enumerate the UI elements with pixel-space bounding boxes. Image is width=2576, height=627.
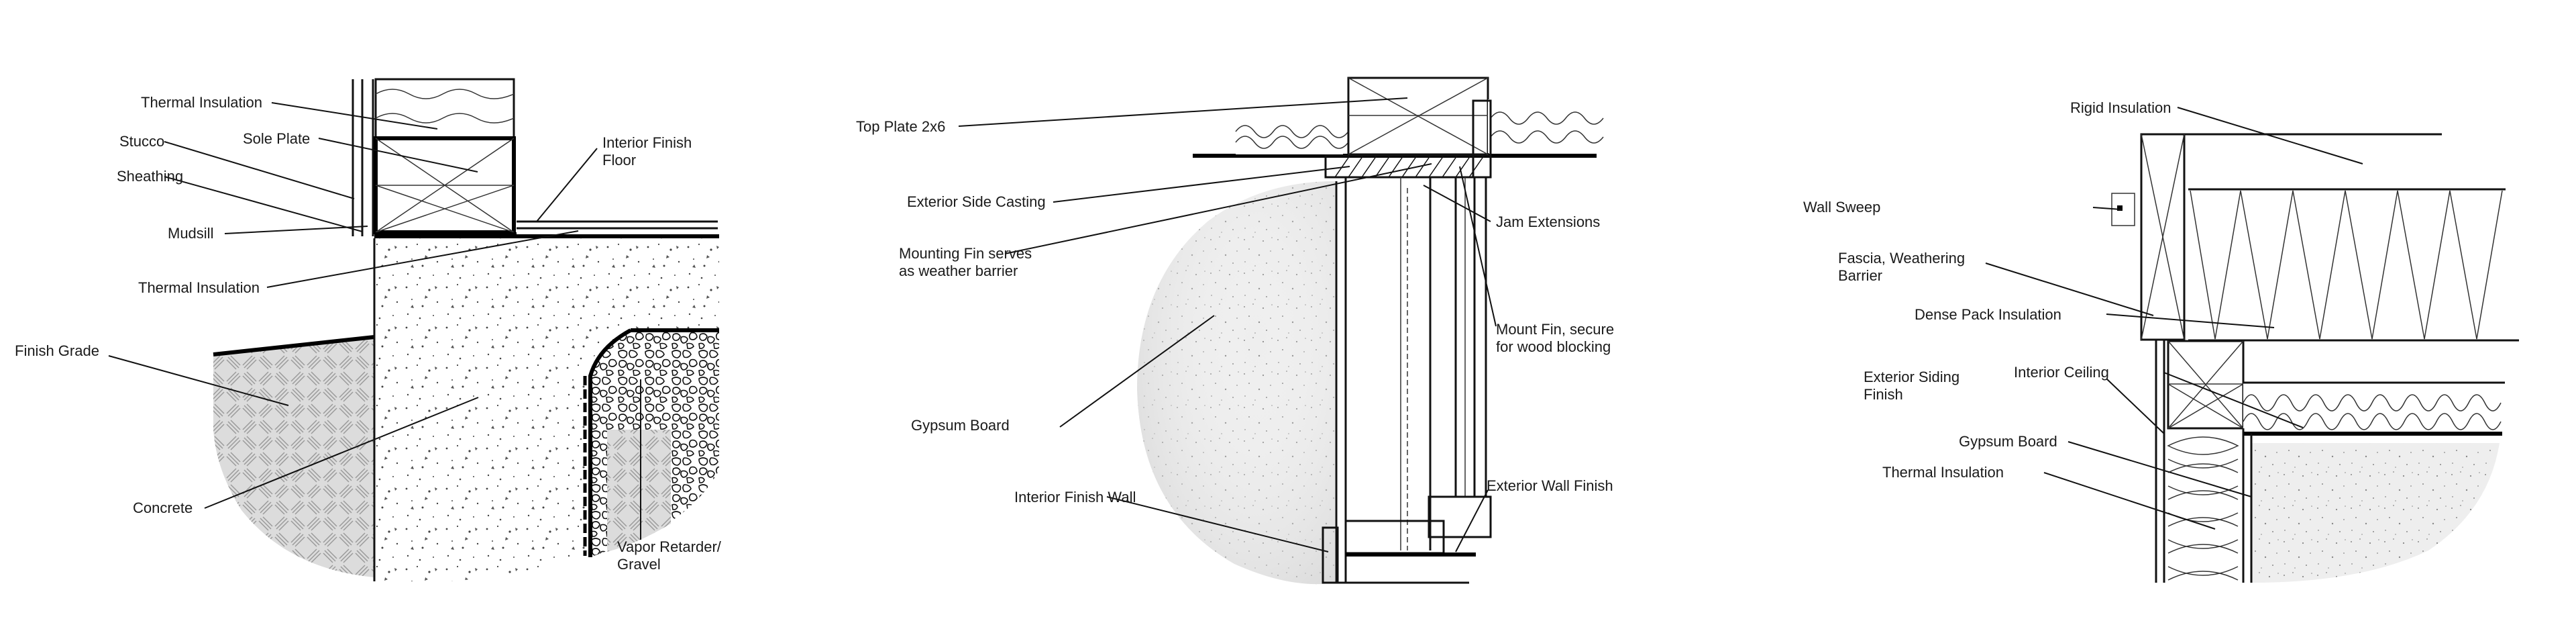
label-sole-plate: Sole Plate bbox=[243, 130, 310, 147]
label-mudsill: Mudsill bbox=[168, 225, 213, 242]
label-concrete: Concrete bbox=[133, 499, 193, 516]
label-wood-blocking: for wood blocking bbox=[1496, 338, 1611, 355]
diagram-3-leaders bbox=[1985, 107, 2363, 530]
label-top-plate: Top Plate 2x6 bbox=[856, 118, 945, 135]
label-interior-finish-wall: Interior Finish Wall bbox=[1014, 489, 1136, 505]
label-wall-sweep: Wall Sweep bbox=[1803, 199, 1880, 215]
label-interior-finish: Interior Finish bbox=[602, 134, 692, 151]
label-fascia: Fascia, Weathering bbox=[1838, 250, 1965, 267]
label-gravel: Gravel bbox=[617, 556, 661, 573]
label-rigid-insulation: Rigid Insulation bbox=[2070, 99, 2171, 116]
diagram-2-leaders bbox=[958, 97, 1497, 552]
label-floor: Floor bbox=[602, 152, 636, 168]
label-gypsum-board-eave: Gypsum Board bbox=[1959, 433, 2057, 450]
diagram-3-labels: Rigid Insulation Wall Sweep Fascia, Weat… bbox=[1803, 99, 2171, 481]
diagram-window bbox=[1137, 77, 1604, 585]
label-vapor-retarder: Vapor Retarder/ bbox=[617, 538, 722, 555]
label-dense-pack-insulation: Dense Pack Insulation bbox=[1915, 306, 2061, 323]
label-finish: Finish bbox=[1864, 386, 1903, 403]
label-barrier: Barrier bbox=[1838, 267, 1882, 284]
diagram-2-labels: Top Plate 2x6 Exterior Side Casting Moun… bbox=[856, 118, 1614, 505]
label-weather-barrier: as weather barrier bbox=[899, 262, 1018, 279]
finish-grade-fill bbox=[213, 337, 374, 577]
label-thermal-insulation-top: Thermal Insulation bbox=[141, 94, 262, 111]
label-thermal-insulation-bottom: Thermal Insulation bbox=[138, 279, 260, 296]
diagram-1-leaders bbox=[108, 102, 641, 540]
label-exterior-siding: Exterior Siding bbox=[1864, 369, 1960, 385]
label-finish-grade: Finish Grade bbox=[15, 342, 99, 359]
label-stucco: Stucco bbox=[119, 133, 164, 150]
diagram-foundation bbox=[213, 78, 719, 581]
ceiling-gypsum-fill bbox=[2251, 443, 2500, 583]
label-exterior-wall-finish: Exterior Wall Finish bbox=[1487, 477, 1613, 494]
finish-grade-right bbox=[607, 430, 671, 552]
label-interior-ceiling: Interior Ceiling bbox=[2014, 364, 2109, 381]
label-gypsum-board: Gypsum Board bbox=[911, 417, 1010, 434]
diagram-eave bbox=[2111, 133, 2519, 583]
label-exterior-side-casting: Exterior Side Casting bbox=[907, 193, 1046, 210]
label-sheathing: Sheathing bbox=[117, 168, 183, 185]
label-mounting-fin: Mounting Fin serves bbox=[899, 245, 1032, 262]
concrete-fill bbox=[374, 238, 719, 581]
label-jam-extensions: Jam Extensions bbox=[1496, 213, 1600, 230]
label-mount-fin: Mount Fin, secure bbox=[1496, 321, 1614, 338]
diagram-1-labels: Thermal Insulation Stucco Sole Plate She… bbox=[15, 94, 722, 573]
label-thermal-insulation-eave: Thermal Insulation bbox=[1882, 464, 2004, 481]
